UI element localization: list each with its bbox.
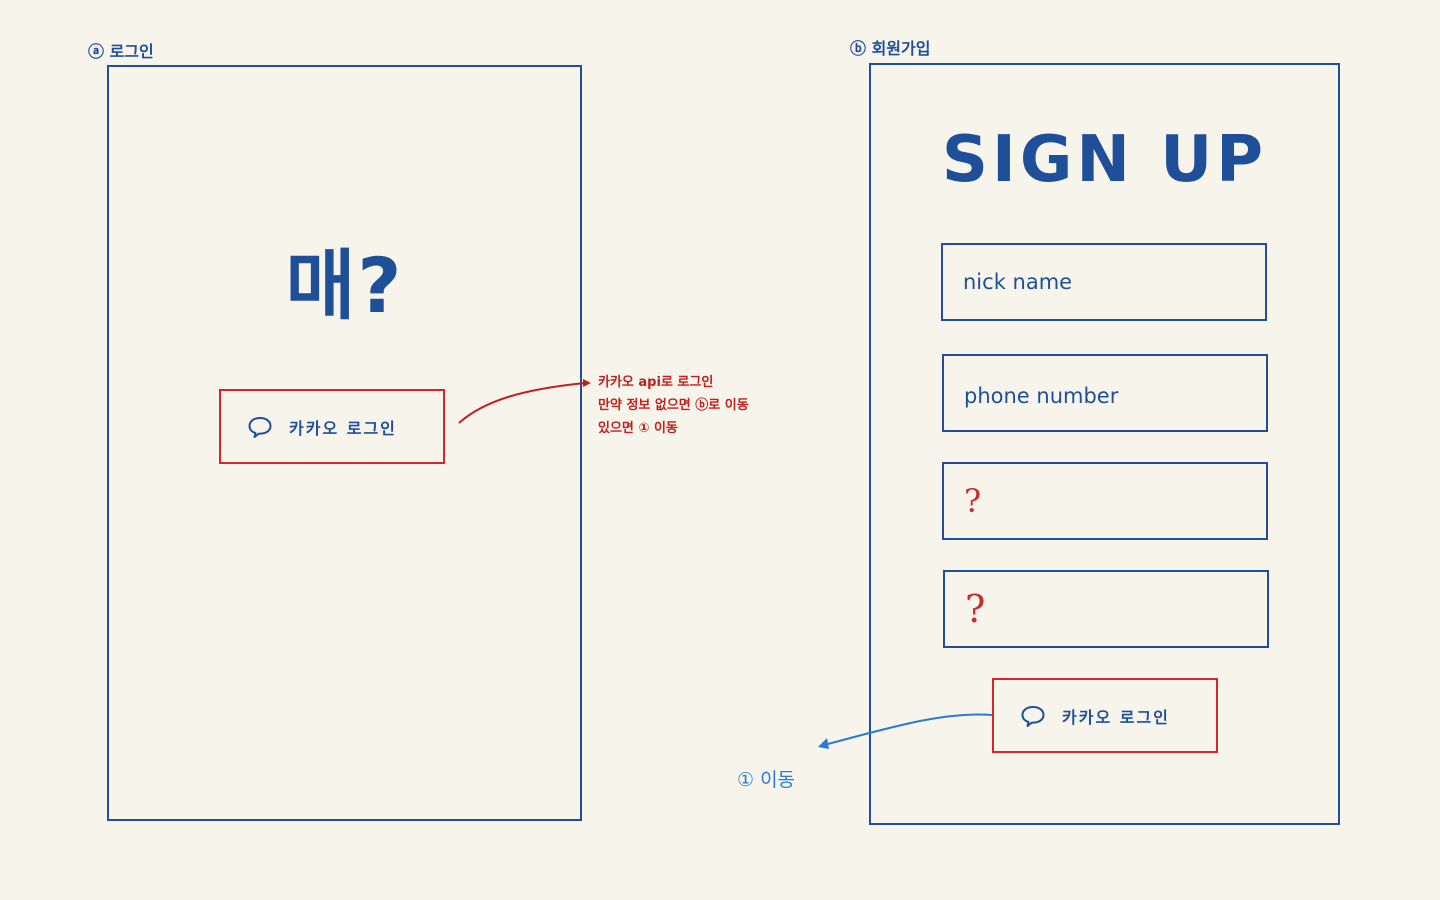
unknown-field-2[interactable]: ? — [943, 570, 1269, 648]
signup-screen-frame — [869, 63, 1340, 825]
login-annotation-note: 카카오 api로 로그인 만약 정보 없으면 ⓑ로 이동 있으면 ① 이동 — [598, 371, 749, 440]
signup-kakao-login-button[interactable]: 카카오 로그인 — [992, 678, 1218, 753]
unknown-field-1-placeholder: ? — [964, 482, 982, 520]
unknown-field-1[interactable]: ? — [942, 462, 1268, 540]
speech-bubble-icon — [248, 416, 272, 438]
app-logo-title: 매? — [285, 241, 404, 330]
kakao-login-button-label: 카카오 로그인 — [289, 418, 397, 438]
login-note-line-3: 있으면 ① 이동 — [598, 421, 678, 436]
login-note-line-2: 만약 정보 없으면 ⓑ로 이동 — [598, 398, 749, 413]
phone-number-field[interactable]: phone number — [942, 354, 1268, 432]
login-screen-frame — [107, 65, 582, 821]
phone-number-field-placeholder: phone number — [964, 384, 1119, 408]
nickname-field-placeholder: nick name — [963, 270, 1073, 294]
speech-bubble-icon — [1021, 705, 1045, 727]
login-section-label: ⓐ 로그인 — [88, 42, 154, 61]
login-annotation-arrow — [458, 379, 591, 424]
signup-kakao-login-button-label: 카카오 로그인 — [1062, 707, 1170, 727]
signup-annotation-arrow — [818, 713, 993, 749]
signup-title: SIGN UP — [941, 123, 1268, 197]
login-note-line-1: 카카오 api로 로그인 — [598, 375, 714, 390]
signup-annotation-note: ① 이동 — [737, 769, 796, 791]
nickname-field[interactable]: nick name — [941, 243, 1267, 321]
signup-section-label: ⓑ 회원가입 — [850, 39, 931, 58]
kakao-login-button[interactable]: 카카오 로그인 — [219, 389, 445, 464]
unknown-field-2-placeholder: ? — [965, 587, 986, 631]
